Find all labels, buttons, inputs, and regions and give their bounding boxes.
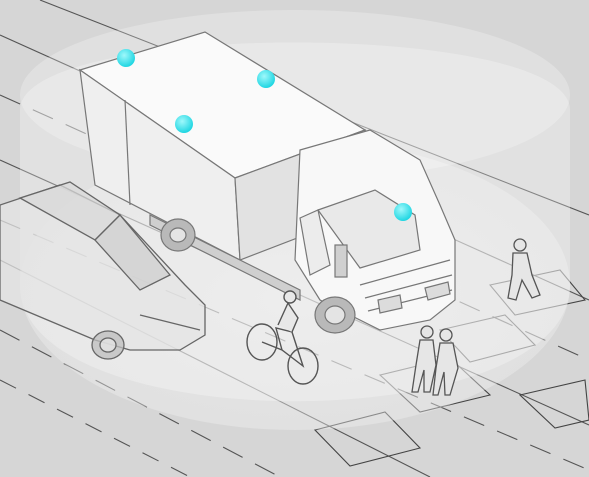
- truck-headlight: [424, 281, 451, 301]
- sensor-dot: [394, 203, 412, 221]
- truck-front-hub: [324, 305, 346, 325]
- pedestrian-pair: [411, 325, 459, 396]
- bicycle-rear-wheel: [246, 323, 278, 361]
- car-bumper: [139, 314, 201, 331]
- truck: [78, 31, 456, 334]
- bicycle-front-wheel: [287, 347, 319, 385]
- sensor-dot: [257, 70, 275, 88]
- crosswalk-tile: [518, 379, 589, 429]
- dashed-lane-line: [0, 379, 191, 477]
- cyclist-body: [277, 301, 299, 333]
- cargo-panel-line: [124, 99, 131, 206]
- bicycle-frame: [261, 327, 305, 368]
- pedestrian-head: [439, 328, 453, 342]
- truck-mirror: [334, 244, 348, 278]
- sensor-dot: [117, 49, 135, 67]
- pedestrian-body: [432, 342, 459, 396]
- truck-grille-line: [364, 274, 453, 299]
- cyclist: [246, 290, 319, 385]
- pedestrian-body: [411, 339, 437, 393]
- truck-headlight: [377, 294, 403, 314]
- cyclist-head: [283, 290, 297, 304]
- car: [0, 181, 206, 360]
- pedestrian-head: [513, 238, 527, 252]
- car-hub: [99, 337, 117, 353]
- pedestrian: [507, 238, 541, 301]
- sensors: [117, 49, 412, 221]
- truck-grille-line: [359, 259, 451, 286]
- truck-rear-hub: [169, 227, 187, 243]
- pedestrian-head: [420, 325, 434, 339]
- pedestrian-body: [507, 252, 541, 301]
- car-windshield: [94, 214, 172, 291]
- truck-side-window: [299, 209, 331, 276]
- sensor-dot: [175, 115, 193, 133]
